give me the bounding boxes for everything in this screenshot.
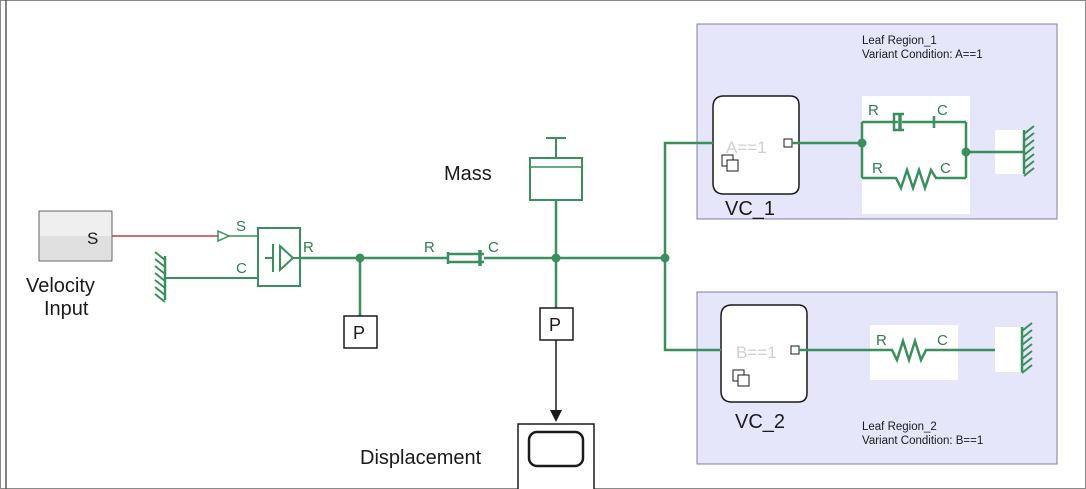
- variant-condition-text-2: B==1: [736, 343, 777, 362]
- displacement-scope-block[interactable]: [517, 423, 595, 489]
- velocity-source-symbol: S: [87, 229, 98, 248]
- variant-connector-vc1[interactable]: A==1: [712, 95, 800, 195]
- sensor-left-symbol: P: [353, 323, 365, 343]
- damper-main-port-r: R: [424, 239, 435, 256]
- scope-signal-line[interactable]: [550, 340, 562, 422]
- mechanical-ground-2[interactable]: [995, 322, 1033, 374]
- damper1-port-r: R: [868, 102, 879, 119]
- leaf-region-1-condition: Variant Condition: A==1: [862, 49, 983, 61]
- mass-block[interactable]: [529, 137, 583, 201]
- parallel-damper-spring[interactable]: R C R C: [792, 96, 971, 214]
- converter-port-c: C: [236, 260, 247, 277]
- sensor-right-symbol: P: [549, 315, 561, 335]
- spring2-port-c: C: [937, 332, 948, 349]
- main-damper-block[interactable]: [437, 244, 495, 272]
- spring-2[interactable]: R C: [799, 325, 1022, 380]
- damper-main-port-c: C: [488, 239, 499, 256]
- vc2-name-label: VC_2: [735, 411, 785, 433]
- damper1-port-c: C: [937, 102, 948, 119]
- signal-port-arrow: [217, 229, 231, 243]
- leaf-region-1[interactable]: Leaf Region_1 Variant Condition: A==1 A=…: [696, 23, 1058, 220]
- spring2-port-r: R: [876, 332, 887, 349]
- leaf-region-2[interactable]: Leaf Region_2 Variant Condition: B==1 B=…: [696, 291, 1058, 465]
- leaf-region-2-title: Leaf Region_2: [862, 421, 937, 433]
- converter-port-s: S: [236, 218, 246, 235]
- subsystem-icon: [732, 369, 750, 387]
- velocity-input-label-line2: Input: [44, 298, 89, 320]
- velocity-source-block[interactable]: S: [38, 210, 113, 262]
- converter-port-r: R: [303, 239, 314, 256]
- leaf-region-2-condition: Variant Condition: B==1: [862, 435, 983, 447]
- reference-ground-icon[interactable]: [154, 251, 167, 303]
- mass-label: Mass: [444, 163, 492, 185]
- position-sensor-left[interactable]: P: [343, 315, 378, 349]
- mechanical-ground-1[interactable]: [966, 125, 1035, 177]
- spring1-port-c: C: [940, 160, 951, 177]
- ideal-velocity-source-block[interactable]: [257, 227, 301, 287]
- variant-condition-text-1: A==1: [726, 138, 767, 157]
- velocity-input-label-line1: Velocity: [26, 275, 95, 297]
- connection-lines[interactable]: [112, 141, 721, 352]
- variant-connector-vc2[interactable]: B==1: [720, 304, 808, 403]
- vc1-port-icon: [783, 138, 793, 148]
- vc2-port-icon: [790, 345, 800, 355]
- leaf-region-1-title: Leaf Region_1: [862, 35, 937, 47]
- subsystem-icon: [721, 154, 739, 172]
- displacement-label: Displacement: [360, 447, 482, 469]
- spring1-port-r: R: [872, 160, 883, 177]
- position-sensor-right[interactable]: P: [539, 307, 574, 341]
- vc1-name-label: VC_1: [725, 198, 775, 220]
